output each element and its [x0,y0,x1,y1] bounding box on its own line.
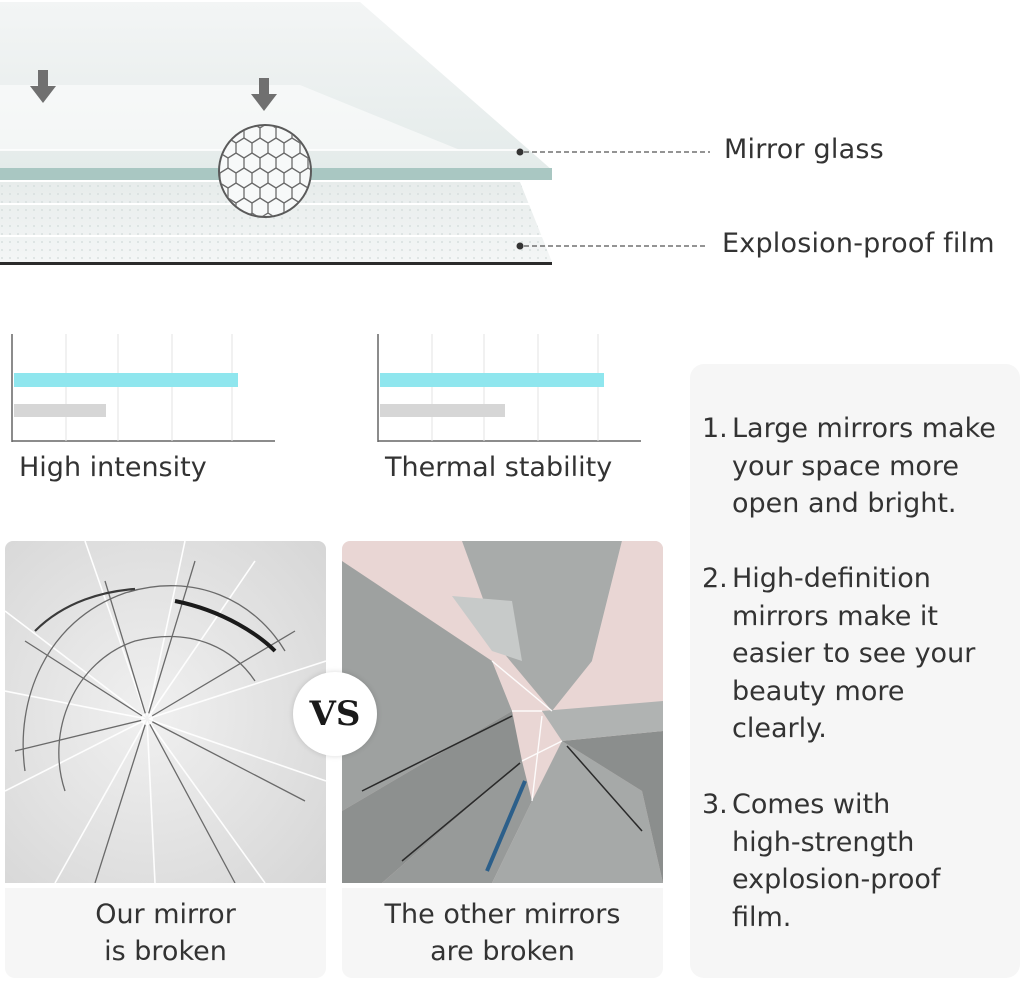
layer-diagram: Mirror glass Explosion-proof film [0,0,1024,300]
feature-line: Comes with [732,789,891,820]
our-mirror-caption: Our mirror is broken [5,888,326,978]
chart-bar-ours [14,373,238,387]
feature-line: easier to see your [732,638,976,669]
arrow-down-icon [251,78,277,111]
feature-line: Large mirrors make [732,413,996,444]
mirror-glass-label: Mirror glass [724,134,884,165]
chart-caption-high-intensity: High intensity [19,452,207,483]
layer-diagram-graphic [0,2,710,265]
feature-number: 3. [702,789,728,820]
arrow-down-icon [30,70,56,103]
caption-line: Our mirror [95,899,236,930]
film-edge [0,262,552,265]
other-mirrors-caption: The other mirrors are broken [342,888,663,978]
feature-line: explosion-proof [732,864,941,895]
caption-line: The other mirrors [384,899,621,930]
explosion-proof-film-label: Explosion-proof film [722,228,995,259]
feature-line: clearly. [732,713,827,744]
high-intensity-chart [11,334,275,442]
feature-number: 2. [702,563,728,594]
thermal-stability-chart [377,334,641,442]
honeycomb-magnifier-icon [218,124,312,218]
vs-badge: VS [293,672,377,756]
feature-item-2: 2. High-definition mirrors make it easie… [702,560,1020,748]
callout-film-line [516,242,708,250]
feature-line: High-definition [732,563,931,594]
feature-line: high-strength [732,826,915,858]
chart-bar-ours [380,373,604,387]
feature-line: mirrors make it [732,600,939,632]
chart-bar-others [380,404,505,417]
chart-caption-thermal-stability: Thermal stability [385,452,613,483]
other-mirror-broken-photo [342,541,663,883]
features-panel: 1. Large mirrors make your space more op… [690,364,1020,978]
feature-line: open and bright. [732,488,957,519]
feature-line: film. [732,901,792,933]
feature-line: your space more [732,450,960,482]
feature-item-1: 1. Large mirrors make your space more op… [702,410,1020,523]
feature-line: beauty more [732,675,905,707]
caption-line: is broken [104,936,227,967]
feature-item-3: 3. Comes with high-strength explosion-pr… [702,786,1020,936]
caption-line: are broken [430,936,575,967]
feature-number: 1. [702,413,728,444]
our-mirror-broken-photo [5,541,326,883]
chart-bar-others [14,404,106,417]
callout-mirror-glass-line [516,148,710,156]
